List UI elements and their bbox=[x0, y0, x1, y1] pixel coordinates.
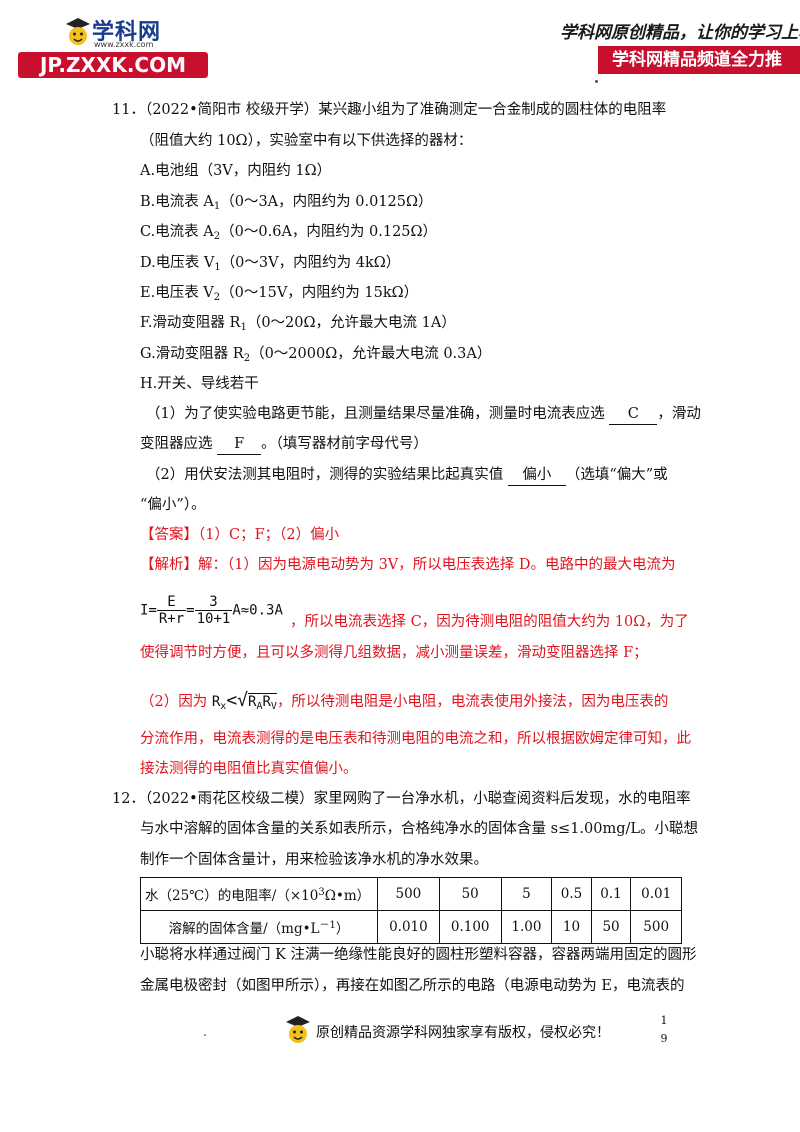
q11-analysis-line4: （2）因为 Rx<√RARV，所以待测电阻是小电阻，电流表使用外接法，因为电压表… bbox=[140, 690, 669, 712]
table-cell: 10 bbox=[551, 910, 592, 944]
q11-stem-line1: 11．（2022•简阳市 校级开学）某兴趣小组为了准确测定一合金制成的圆柱体的电… bbox=[112, 102, 667, 118]
q11-blank-bias: 偏小 bbox=[507, 465, 566, 486]
q12-after-line1: 小聪将水样通过阀门 K 注满一绝缘性能良好的圆柱形塑料容器，容器两端用固定的圆形 bbox=[140, 947, 697, 963]
table-cell: 0.01 bbox=[630, 877, 682, 911]
table-row-header: 溶解的固体含量/（mg•L－1） bbox=[140, 910, 378, 944]
table-cell: 0.010 bbox=[377, 910, 440, 944]
table-row: 溶解的固体含量/（mg•L－1） 0.010 0.100 1.00 10 50 … bbox=[140, 910, 682, 944]
q11-resistance-inequality: Rx<√RARV bbox=[211, 690, 277, 712]
q11-stem-line2: （阻值大约 10Ω），实验室中有以下供选择的器材： bbox=[140, 133, 473, 149]
q11-option-a: A.电池组（3V，内阻约 1Ω） bbox=[140, 163, 332, 179]
resistivity-table: 水（25℃）的电阻率/（×103Ω•m） 500 50 5 0.5 0.1 0.… bbox=[140, 877, 682, 944]
q11-option-h: H.开关、导线若干 bbox=[140, 376, 259, 392]
q11-analysis-line5: 分流作用，电流表测得的是电压表和待测电阻的电流之和，所以根据欧姆定律可知，此 bbox=[140, 731, 691, 747]
q11-option-b: B.电流表 A1（0～3A，内阻约为 0.0125Ω） bbox=[140, 194, 433, 212]
q11-part2-line1: （2）用伏安法测其电阻时，测得的实验结果比起真实值 偏小（选填“偏大”或 bbox=[146, 465, 668, 486]
q11-option-c: C.电流表 A2（0～0.6A，内阻约为 0.125Ω） bbox=[140, 224, 438, 242]
q12-after-line2: 金属电极密封（如图甲所示），再接在如图乙所示的电路（电源电动势为 E，电流表的 bbox=[140, 978, 685, 994]
footer-copyright: 原创精品资源学科网独家享有版权，侵权必究！ bbox=[316, 1025, 610, 1041]
q11-answer: 【答案】（1）C；F；（2）偏小 bbox=[140, 527, 340, 543]
analysis-label: 【解析】 bbox=[140, 557, 198, 573]
logo-title: 学科网 bbox=[92, 20, 162, 45]
footer-dot bbox=[204, 1034, 206, 1036]
q11-option-g: G.滑动变阻器 R2（0～2000Ω，允许最大电流 0.3A） bbox=[140, 346, 492, 364]
table-cell: 0.1 bbox=[590, 877, 632, 911]
q11-analysis-line2: ，所以电流表选择 C，因为待测电阻的阻值大约为 10Ω，为了 bbox=[290, 614, 689, 630]
q12-stem-line2: 与水中溶解的固体含量的关系如表所示，合格纯净水的固体含量 s≤1.00mg/L。… bbox=[140, 821, 699, 837]
logo-url-bar: JP.ZXXK.COM bbox=[18, 52, 208, 78]
logo-small-url: www.zxxk.com bbox=[94, 40, 154, 49]
q11-option-e: E.电压表 V2（0～15V，内阻约为 15kΩ） bbox=[140, 285, 419, 303]
table-cell: 50 bbox=[438, 877, 502, 911]
q11-option-f: F.滑动变阻器 R1（0～20Ω，允许最大电流 1A） bbox=[140, 315, 456, 333]
table-row: 水（25℃）的电阻率/（×103Ω•m） 500 50 5 0.5 0.1 0.… bbox=[140, 877, 682, 911]
table-cell: 500 bbox=[630, 910, 682, 944]
q11-analysis-line6: 接法测得的电阻值比真实值偏小。 bbox=[140, 761, 358, 777]
table-cell: 50 bbox=[590, 910, 632, 944]
header-slogan: 学科网原创精品，让你的学习上表 bbox=[560, 23, 800, 43]
page-number: 1 9 bbox=[660, 1014, 668, 1045]
q11-blank-rheostat: F bbox=[217, 434, 262, 455]
footer-mascot-icon bbox=[284, 1014, 312, 1048]
header-slogan-bar: 学科网精品频道全力推 bbox=[598, 46, 800, 74]
mascot-icon bbox=[64, 16, 92, 50]
q11-option-d: D.电压表 V1（0～3V，内阻约为 4kΩ） bbox=[140, 255, 401, 273]
q11-part2-line2: “偏小”）。 bbox=[140, 497, 206, 513]
q11-part1-line2: 变阻器应选 F。（填写器材前字母代号） bbox=[140, 434, 428, 455]
table-cell: 5 bbox=[500, 877, 553, 911]
table-cell: 0.100 bbox=[438, 910, 502, 944]
q12-stem-line3: 制作一个固体含量计，用来检验该净水机的净水效果。 bbox=[140, 852, 488, 868]
q11-analysis-line3: 使得调节时方便，且可以多测得几组数据，减小测量误差，滑动变阻器选择 F； bbox=[140, 645, 648, 661]
table-row-header: 水（25℃）的电阻率/（×103Ω•m） bbox=[140, 877, 378, 911]
q11-part1-line1: （1）为了使实验电路更节能，且测量结果尽量准确，测量时电流表应选 C，滑动 bbox=[146, 404, 701, 425]
table-cell: 0.5 bbox=[551, 877, 592, 911]
q12-stem-line1: 12．（2022•雨花区校级二模）家里网购了一台净水机，小聪查阅资料后发现，水的… bbox=[112, 791, 691, 807]
table-cell: 500 bbox=[377, 877, 440, 911]
q11-blank-current-meter: C bbox=[609, 404, 658, 425]
table-cell: 1.00 bbox=[500, 910, 553, 944]
q11-analysis-line1: 【解析】解：（1）因为电源电动势为 3V，所以电压表选择 D。电路中的最大电流为 bbox=[140, 557, 676, 573]
header-dot bbox=[595, 80, 598, 83]
